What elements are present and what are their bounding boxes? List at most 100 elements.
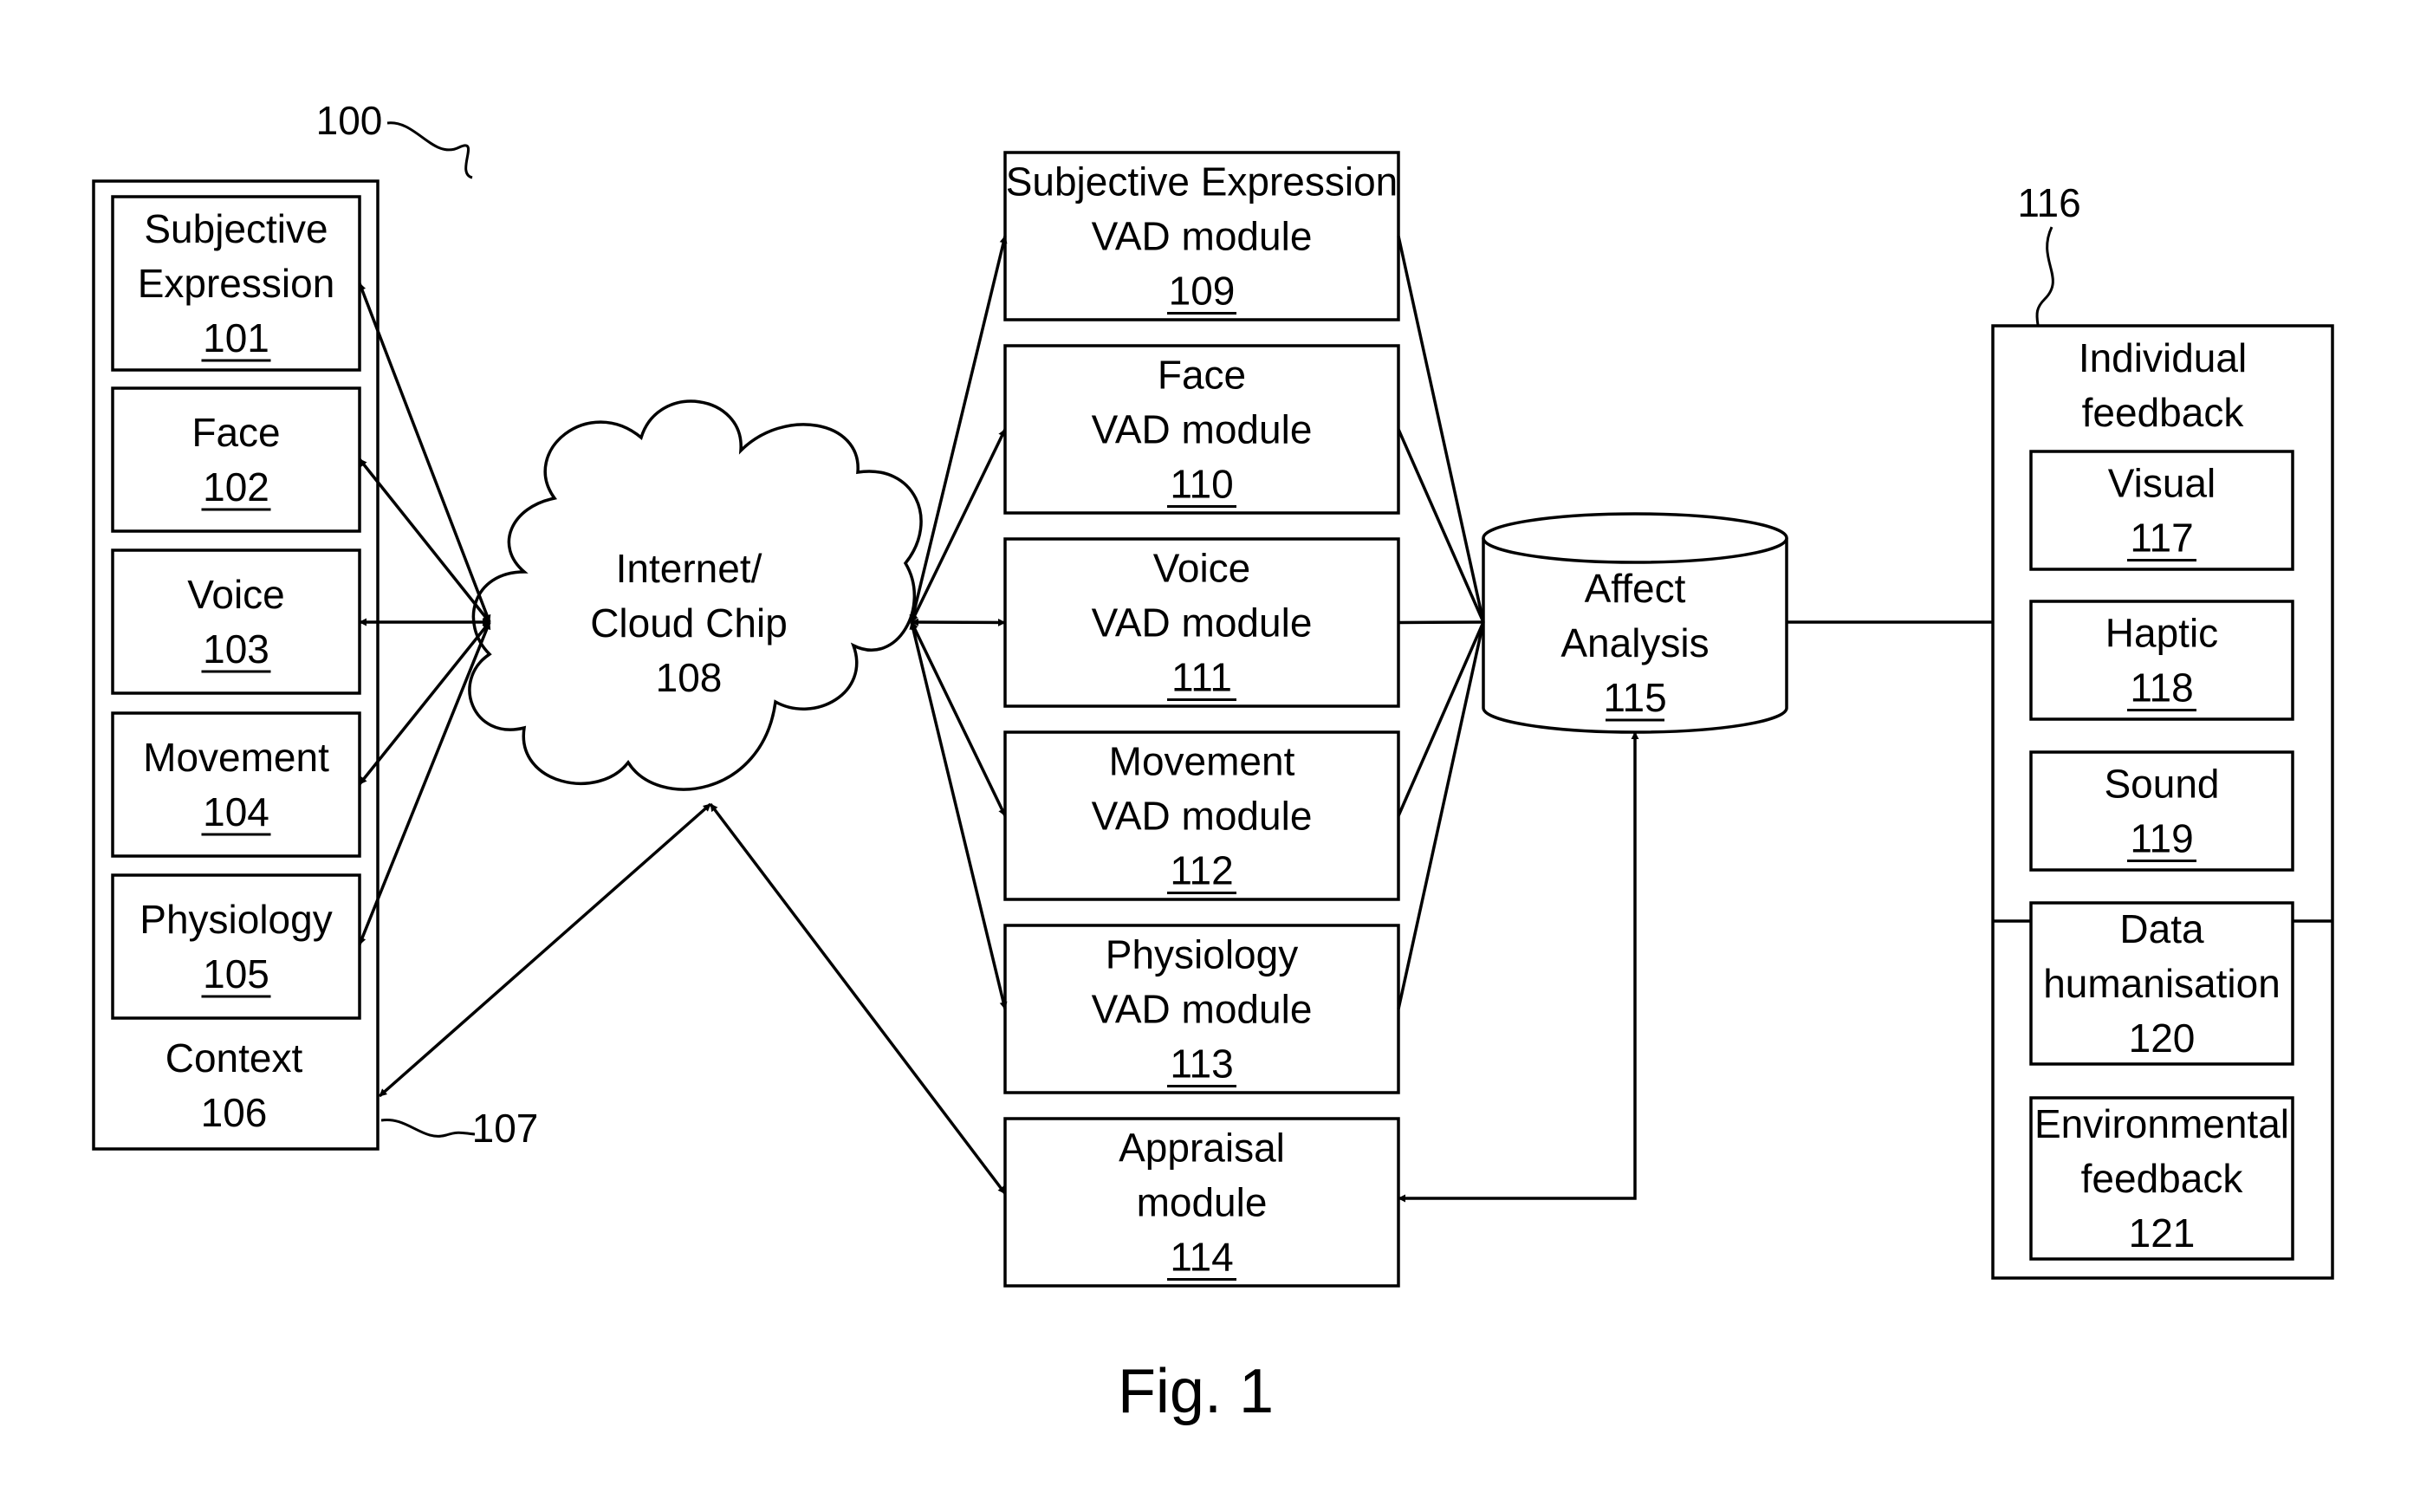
face-vad-module-text: VAD module — [1092, 407, 1313, 452]
input-voice-ref: 103 — [203, 626, 269, 672]
svg-text:116: 116 — [2017, 180, 2080, 225]
figure-caption: Fig. 1 — [1118, 1357, 1274, 1426]
svg-text:Context: Context — [165, 1035, 303, 1080]
cloud-label: Internet/ Cloud Chip 108 — [590, 546, 788, 700]
svg-text:Fig. 1: Fig. 1 — [1118, 1357, 1274, 1426]
feedback-visual-text: Visual — [2108, 461, 2216, 506]
feedback-environmental-text: 121 — [2129, 1210, 2196, 1256]
feedback-environmental-text: feedback — [2081, 1156, 2244, 1201]
svg-text:100: 100 — [316, 98, 383, 143]
voice-vad-module-text: VAD module — [1092, 600, 1313, 646]
input-movement-ref: 104 — [203, 789, 269, 834]
svg-text:Analysis: Analysis — [1560, 620, 1709, 665]
affect-analysis-cylinder: Affect Analysis 115 — [1482, 512, 1788, 734]
input-boxes: SubjectiveExpression101Face102Voice103Mo… — [111, 195, 361, 1020]
subjective-expression-vad-module-text: Subjective Expression — [1006, 159, 1398, 204]
link-context-cloud — [378, 802, 712, 1098]
ref-116-text: 116 — [2017, 180, 2080, 225]
movement-vad-module-text: Movement — [1109, 739, 1295, 784]
physiology-vad-module-text: Physiology — [1106, 932, 1298, 977]
ref-107-text: 107 — [472, 1106, 539, 1151]
input-face-text: Face — [191, 410, 280, 455]
subjective-expression-vad-module-ref: 109 — [1169, 269, 1236, 314]
feedback-environmental-text: Environmental — [2034, 1101, 2289, 1146]
context-label: Context 106 — [165, 1035, 303, 1135]
link-cloud-subjective-expression-vad-module — [909, 235, 1008, 623]
svg-text:feedback: feedback — [2082, 390, 2245, 435]
input-physiology-ref: 105 — [203, 951, 269, 996]
svg-text:106: 106 — [201, 1090, 268, 1135]
internet-cloud-shape — [468, 399, 923, 791]
feedback-sound: Sound 119 — [2029, 750, 2294, 872]
face-vad-module-ref: 110 — [1170, 462, 1233, 507]
link-subjective-expression-vad-module-affect — [1397, 236, 1485, 623]
subjective-expression-vad-module-text: VAD module — [1092, 214, 1313, 259]
feedback-haptic-text: Haptic — [2105, 611, 2218, 656]
movement-vad-module-ref: 112 — [1170, 848, 1233, 893]
link-cloud-appraisal-module — [709, 802, 1007, 1195]
input-subjective-expression-text: Expression — [138, 261, 335, 306]
link-cloud-face-vad-module — [910, 428, 1007, 623]
feedback-visual-ref: 117 — [2130, 516, 2193, 561]
voice-vad-module-ref: 111 — [1171, 655, 1232, 700]
ref-107-leader — [380, 1118, 476, 1138]
svg-text:108: 108 — [656, 655, 723, 700]
physiology-vad-module-text: VAD module — [1092, 987, 1313, 1032]
link-cloud-physiology-vad-module — [909, 621, 1008, 1010]
appraisal-module: Appraisal module 114 — [1003, 1117, 1400, 1288]
feedback-data-humanisation: Data humanisation 120 — [2029, 901, 2294, 1066]
svg-text:Affect: Affect — [1585, 566, 1686, 611]
link-input-face-cloud — [358, 457, 491, 624]
link-voice-vad-module-affect — [1398, 620, 1484, 625]
physiology-vad-module-ref: 113 — [1170, 1042, 1233, 1087]
svg-text:Individual: Individual — [2079, 335, 2247, 380]
link-physiology-vad-module-affect — [1397, 621, 1485, 1009]
svg-text:Cloud Chip: Cloud Chip — [590, 600, 788, 646]
link-face-vad-module-affect — [1397, 428, 1485, 623]
link-cloud-voice-vad-module — [911, 618, 1006, 626]
feedback-haptic-ref: 118 — [2130, 665, 2193, 711]
connection-lines — [358, 235, 1993, 1203]
feedback-data-humanisation-text: humanisation — [2043, 961, 2281, 1006]
feedback-sound-ref: 119 — [2130, 816, 2193, 861]
svg-text:Internet/: Internet/ — [616, 546, 762, 591]
feedback-environmental: Environmental feedback 121 — [2029, 1096, 2294, 1261]
svg-text:107: 107 — [472, 1106, 539, 1151]
appraisal-module-text: module — [1137, 1180, 1268, 1225]
input-physiology: Physiology 105 — [111, 873, 361, 1020]
feedback-title: Individual feedback — [2079, 335, 2247, 435]
input-movement: Movement 104 — [111, 711, 361, 858]
link-affect-appraisal — [1398, 731, 1639, 1203]
voice-vad-module-text: Voice — [1153, 546, 1251, 591]
input-voice: Voice 103 — [111, 548, 361, 695]
movement-vad-module-text: VAD module — [1092, 794, 1313, 839]
appraisal-module-ref: 114 — [1170, 1235, 1233, 1280]
input-face-ref: 102 — [203, 464, 269, 509]
feedback-data-humanisation-text: 120 — [2129, 1016, 2196, 1061]
ref-100-text: 100 — [316, 98, 383, 143]
ref-100-leader — [386, 121, 473, 179]
appraisal-module-text: Appraisal — [1119, 1126, 1285, 1171]
face-vad-module-text: Face — [1158, 353, 1246, 398]
svg-text:115: 115 — [1603, 675, 1666, 720]
input-voice-text: Voice — [187, 572, 285, 617]
feedback-visual: Visual 117 — [2029, 450, 2294, 571]
input-face: Face 102 — [111, 386, 361, 533]
input-movement-text: Movement — [143, 735, 329, 780]
feedback-haptic: Haptic 118 — [2029, 600, 2294, 721]
feedback-data-humanisation-text: Data — [2119, 906, 2204, 951]
feedback-sound-text: Sound — [2104, 762, 2219, 807]
link-cloud-movement-vad-module — [910, 621, 1007, 817]
ref-116-leader — [2035, 226, 2054, 326]
input-subjective-expression-ref: 101 — [203, 315, 269, 360]
input-physiology-text: Physiology — [139, 897, 332, 942]
